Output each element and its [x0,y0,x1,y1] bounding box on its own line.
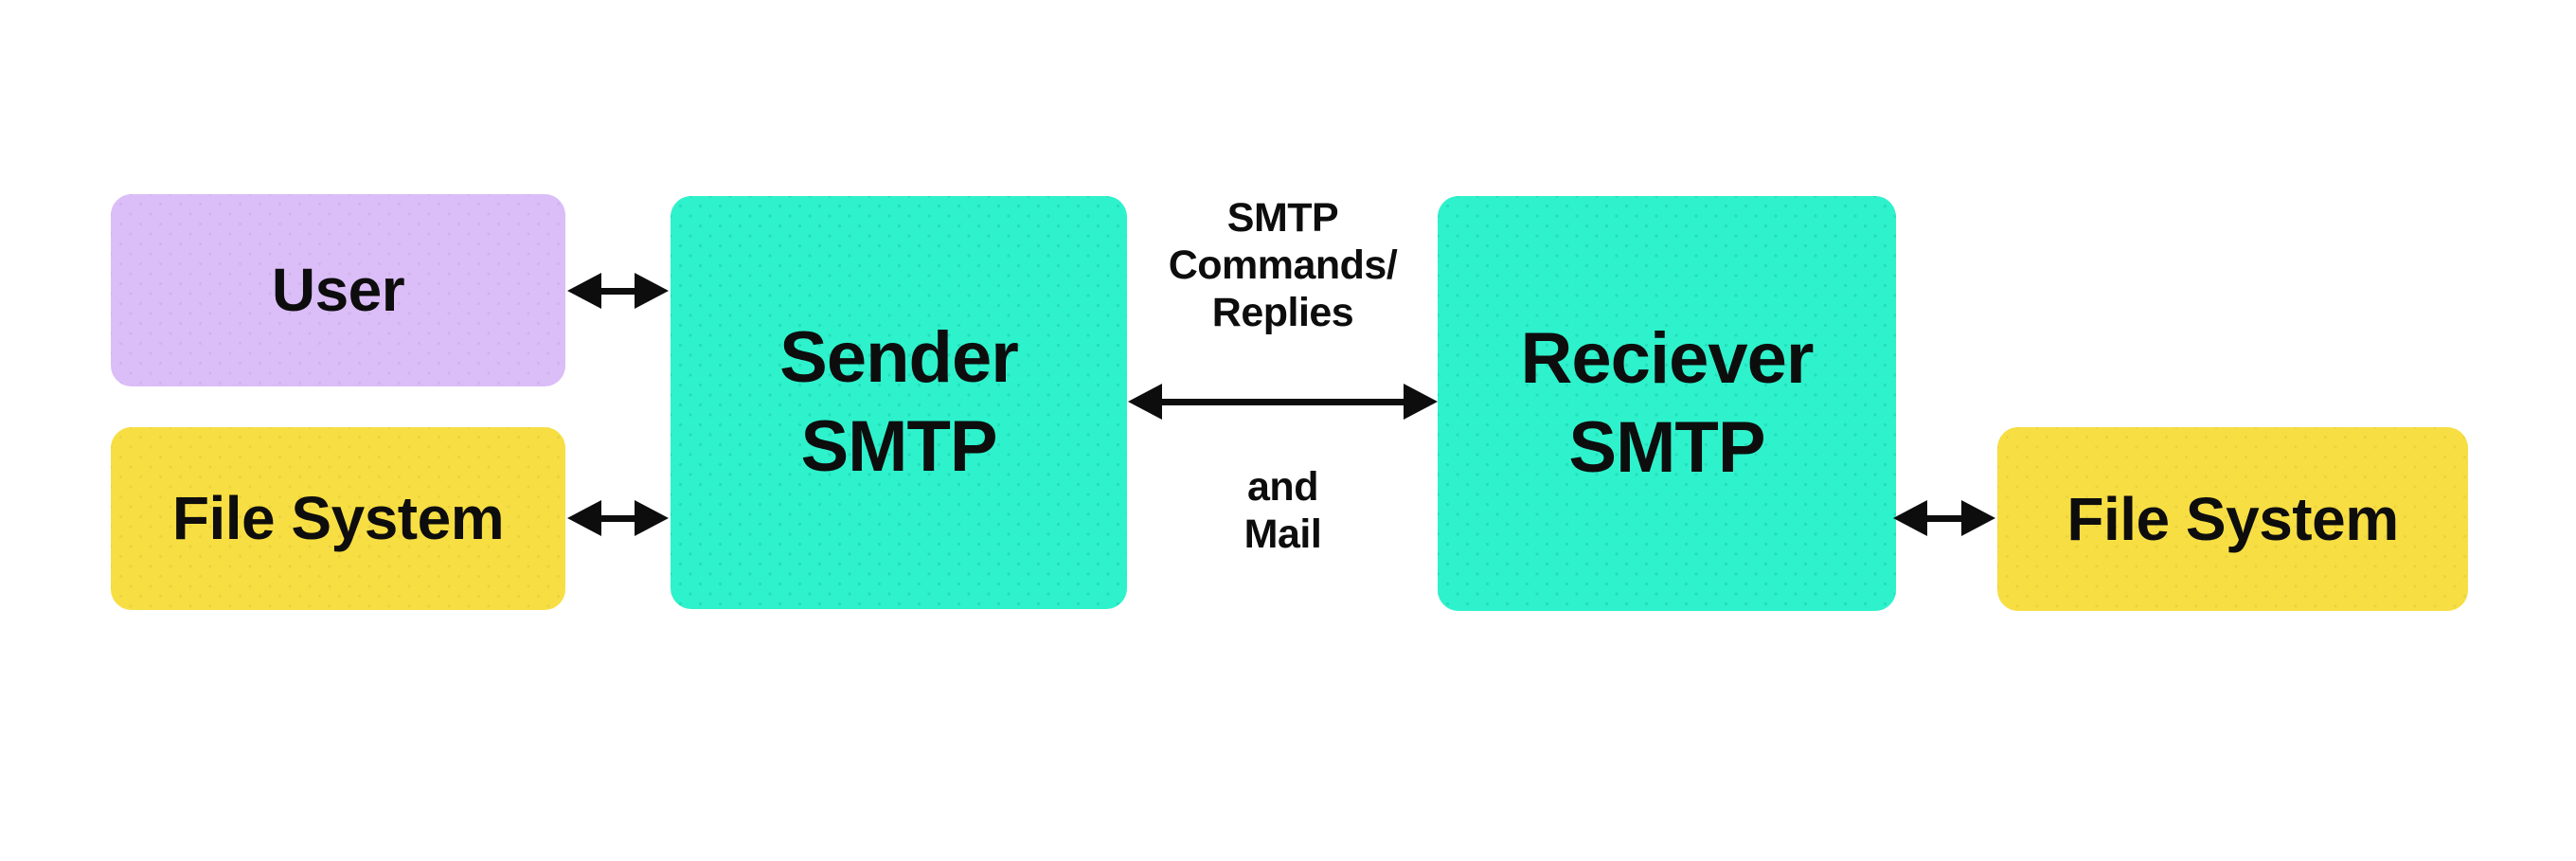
sender-smtp-label-line2: SMTP [800,406,997,487]
file-system-left-node-label: File System [171,484,505,553]
file-system-sender-arrow [567,497,669,539]
arrow-shaft [1156,398,1409,405]
smtp-commands-replies-label: SMTP Commands/ Replies [1128,194,1438,336]
and-mail-label-line2: Mail [1243,511,1322,557]
and-mail-label-line1: and [1247,464,1318,510]
user-node: User [111,194,565,386]
arrowhead-right-icon [1961,500,1995,536]
user-sender-arrow [567,270,669,312]
file-system-left-node: File System [111,427,565,610]
file-system-right-node-label: File System [2066,484,2399,553]
arrow-shaft [596,287,640,295]
arrow-shaft [596,514,640,522]
sender-receiver-arrow [1128,381,1438,422]
and-mail-label: and Mail [1128,463,1438,558]
smtp-commands-label-line3: Replies [1211,290,1354,335]
user-node-label: User [271,256,405,325]
receiver-smtp-node: Reciever SMTP [1438,196,1896,611]
receiver-file-system-arrow [1893,497,1995,539]
smtp-commands-label-line1: SMTP [1226,195,1339,241]
sender-smtp-node: Sender SMTP [671,196,1127,609]
receiver-smtp-label-line1: Reciever [1520,318,1815,399]
smtp-commands-label-line2: Commands/ [1168,242,1398,288]
arrowhead-right-icon [635,273,669,309]
arrowhead-right-icon [1404,384,1438,420]
receiver-smtp-node-label: Reciever SMTP [1520,314,1815,493]
arrow-shaft [1922,514,1967,522]
sender-smtp-label-line1: Sender [779,317,1019,398]
sender-smtp-node-label: Sender SMTP [779,314,1019,492]
receiver-smtp-label-line2: SMTP [1568,407,1765,488]
file-system-right-node: File System [1997,427,2468,611]
arrowhead-right-icon [635,500,669,536]
